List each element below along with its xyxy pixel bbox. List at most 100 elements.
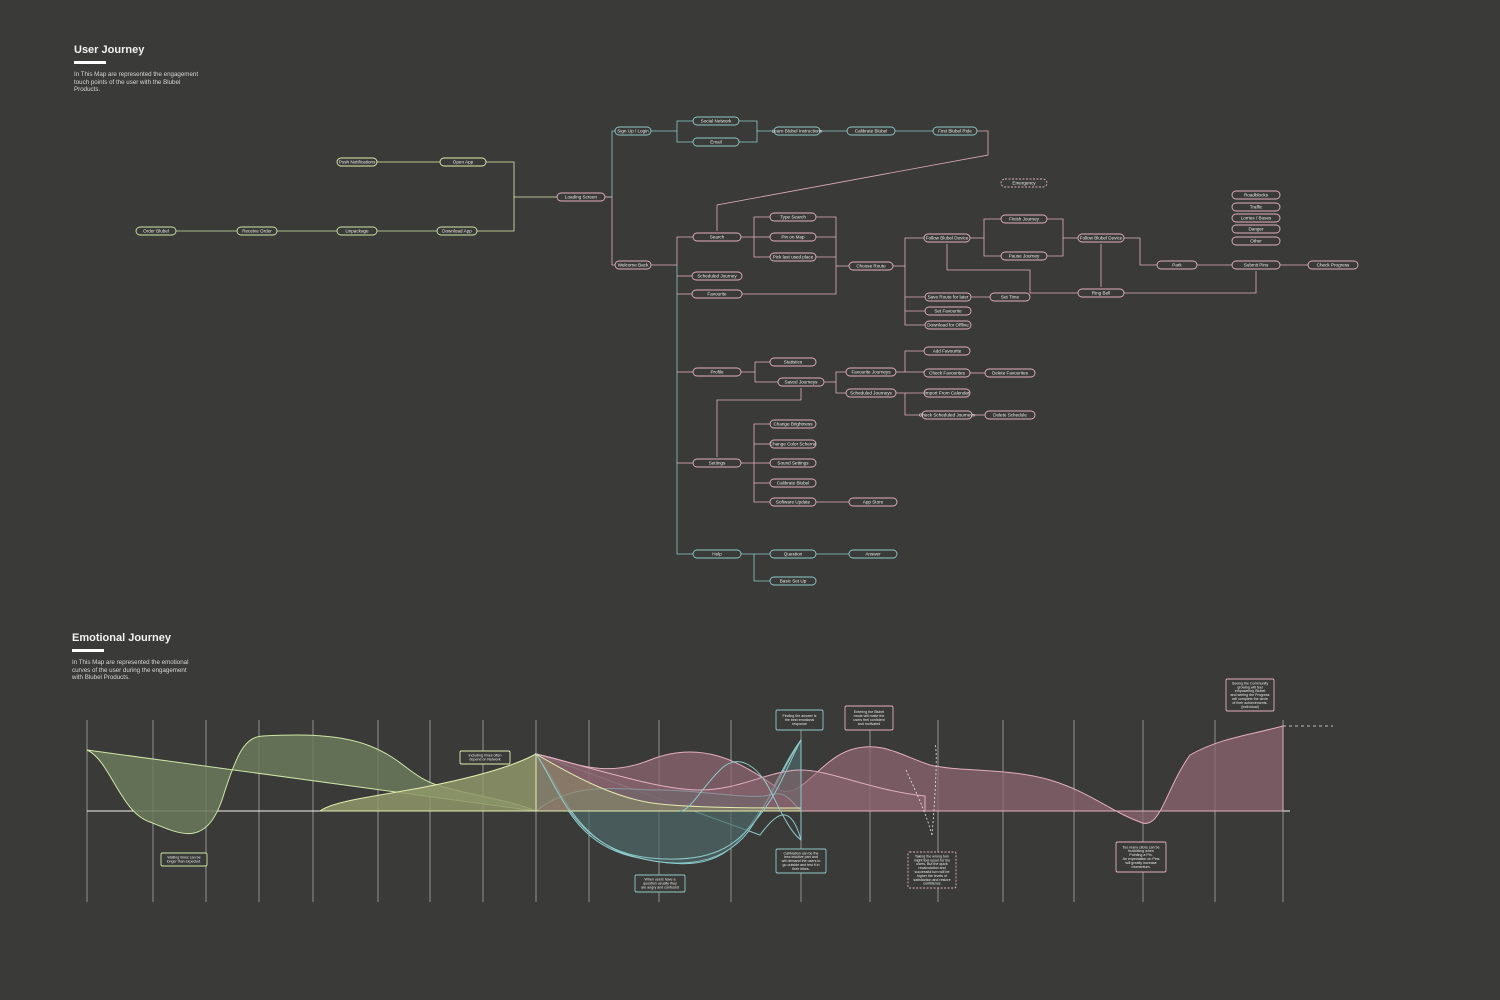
node-label: Check Scheduled Journeys [919, 413, 976, 418]
node-label: Check Progress [1317, 263, 1350, 268]
node-check-favourites: Check Favourites [923, 368, 971, 378]
node-label: Order Blubel [143, 229, 169, 234]
node-label: Statistics [784, 360, 803, 365]
flow-link [605, 196, 615, 266]
node-submit-pins: Submit Pins [1231, 260, 1281, 270]
node-download-app: Download App [436, 226, 478, 236]
node-park: Park [1156, 260, 1198, 270]
flow-link [983, 238, 1001, 257]
annotation-text: go outside and test it in [783, 863, 820, 867]
flow-link [946, 244, 1078, 294]
flow-link [1047, 238, 1064, 257]
node-set-favourite: Set Favourite [924, 306, 972, 316]
node-label: Change Brightness [773, 422, 813, 427]
node-label: First Blubel Ride [938, 129, 972, 134]
node-label: Set Time [1001, 295, 1020, 300]
node-label: Question [784, 552, 803, 557]
node-change-brightness: Change Brightness [769, 419, 817, 429]
emotion-curve-teal-line [535, 739, 802, 860]
node-ring-bell: Ring Bell [1077, 288, 1125, 298]
flow-link [824, 371, 846, 383]
node-label: Download App [442, 229, 472, 234]
annotation-text: and motivated [858, 722, 881, 726]
node-import-calendar: Import From Calendar [923, 388, 971, 398]
node-calibrate-blubel-2: Calibrate Blubel [769, 478, 817, 488]
node-label: Follow Blubel Device [926, 236, 969, 241]
annotation-text: Pointing a Pin. [1129, 853, 1152, 857]
emotion-curve-pink [535, 753, 926, 812]
annotation-text: When users have a [645, 878, 676, 882]
emotional-journey-title: Emotional Journey [72, 632, 172, 644]
node-other: Other [1231, 236, 1281, 246]
node-change-color-scheme: Change Color Scheme [769, 439, 817, 449]
flow-link [753, 237, 770, 258]
node-label: Delete Schedule [993, 413, 1027, 418]
node-unpackage: Unpackage [336, 226, 378, 236]
node-label: Delete Favourites [992, 371, 1029, 376]
node-app-store: App Store [848, 497, 898, 507]
annotation-text: Seeing the Community [1232, 681, 1269, 685]
node-label: Saved Journeys [785, 380, 819, 385]
node-open-app: Open App [439, 157, 487, 167]
node-social-network: Social Network [692, 116, 740, 126]
annotation-text: empowering Blubel [1235, 689, 1266, 693]
node-label: Welcome Back [618, 263, 649, 268]
annotation-text: mode will make the [854, 714, 885, 718]
node-label: Scheduled Journeys [850, 391, 892, 396]
node-label: Social Network [701, 119, 732, 124]
node-label: Submit Pins [1244, 263, 1269, 268]
node-label: Check Favourites [929, 371, 965, 376]
node-label: Sign Up / Login [617, 129, 649, 134]
node-label: Favourite Journeys [851, 370, 891, 375]
flow-link [676, 265, 693, 555]
flow-link [739, 131, 758, 143]
node-label: Traffic [1250, 205, 1263, 210]
node-add-favourite: Add Favourite [923, 346, 971, 356]
annotation-text: Taking the wrong turn [915, 854, 949, 858]
node-scheduled-journey: Scheduled Journey [691, 271, 743, 281]
emotion-curve-yellow [535, 753, 802, 812]
annotation-text: An expectation on Pins [1123, 857, 1160, 861]
node-loading-screen: Loading Screen [556, 192, 606, 202]
annotation-text: are angry and confused [641, 885, 679, 889]
flow-link [716, 130, 989, 231]
node-label: Set Favourite [934, 309, 962, 314]
node-label: Follow Blubel Device [1080, 236, 1123, 241]
node-label: Roadblocks [1244, 193, 1269, 198]
annotation-text: Finding the answer is [783, 714, 817, 718]
emotion-curves [86, 725, 1333, 865]
annotation-text: frustrating when [1128, 849, 1154, 853]
node-label: Favourite [707, 292, 727, 297]
flow-link [893, 237, 924, 267]
annotation-text: the best emotional [785, 718, 815, 722]
annotation-text: Entering the Blubel [854, 710, 885, 714]
flow-link [741, 361, 770, 373]
node-check-progress: Check Progress [1307, 260, 1359, 270]
user-journey-description: In This Map are represented the engageme… [74, 71, 199, 94]
node-download-offline: Download for Offline [924, 320, 972, 330]
node-danger: Danger [1231, 224, 1281, 234]
node-order-blubel: Order Blubel [135, 226, 177, 236]
annotation-text: (Individual) [1241, 705, 1259, 709]
node-settings: Settings [692, 458, 742, 468]
flow-link [753, 463, 770, 503]
annotation-text: of their achievements. [1232, 701, 1267, 705]
flow-link [1047, 218, 1078, 239]
node-label: Choose Route [856, 264, 886, 269]
node-label: Pick last used place [773, 255, 814, 260]
node-delete-favourites: Delete Favourites [984, 368, 1036, 378]
node-save-route-later: Save Route for later [924, 292, 972, 302]
node-profile: Profile [692, 367, 742, 377]
annotation-text: users feel confident [853, 718, 884, 722]
node-first-ride: First Blubel Ride [932, 126, 978, 136]
flow-link [816, 216, 849, 267]
node-delete-schedule: Delete Schedule [984, 410, 1036, 420]
annotation-text: Too many clicks can be [1122, 845, 1159, 849]
flow-link [486, 161, 515, 197]
node-label: Receive Order [242, 229, 272, 234]
wrong-turn-dashed-curve [905, 744, 937, 836]
